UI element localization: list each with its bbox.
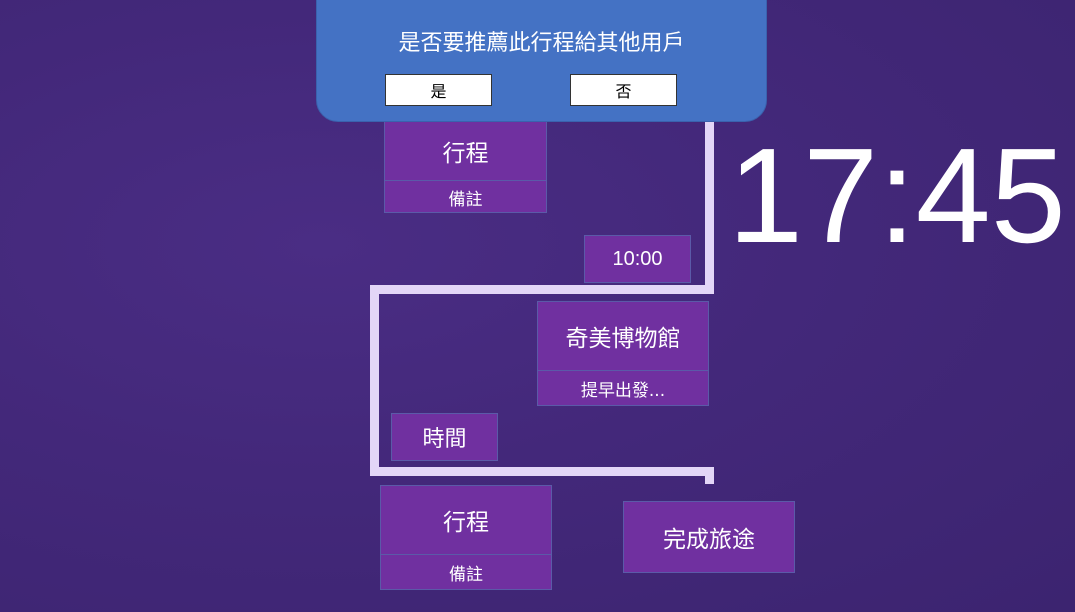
no-button[interactable]: 否	[570, 74, 677, 106]
itinerary-card-title: 奇美博物館	[538, 302, 708, 371]
time-badge-label: 10:00	[612, 247, 663, 270]
finish-trip-button[interactable]: 完成旅途	[623, 501, 795, 573]
itinerary-card-note: 備註	[448, 189, 483, 210]
itinerary-card-2[interactable]: 奇美博物館 提早出發...	[537, 301, 709, 406]
route-line-left	[370, 285, 379, 475]
itinerary-card-title: 行程	[381, 486, 551, 555]
itinerary-card-title: 行程	[385, 121, 546, 181]
itinerary-card-1[interactable]: 行程 備註	[384, 120, 547, 213]
itinerary-card-note: 備註	[449, 565, 483, 585]
recommend-question: 是否要推薦此行程給其他用戶	[398, 31, 685, 56]
route-line-right-lower	[705, 467, 714, 484]
yes-button[interactable]: 是	[385, 74, 492, 106]
itinerary-card-3[interactable]: 行程 備註	[380, 485, 552, 590]
route-line-right-upper	[705, 110, 714, 294]
time-badge[interactable]: 時間	[391, 413, 498, 461]
recommend-dialog: 是否要推薦此行程給其他用戶 是 否	[316, 0, 767, 122]
clock-display: 17:45	[728, 120, 1066, 271]
route-line-horizontal-top	[370, 285, 714, 294]
time-badge[interactable]: 10:00	[584, 235, 691, 283]
route-line-horizontal-bottom	[370, 467, 714, 476]
itinerary-card-note: 提早出發...	[580, 381, 666, 401]
time-badge-label: 時間	[422, 427, 467, 452]
finish-trip-label: 完成旅途	[663, 527, 755, 553]
